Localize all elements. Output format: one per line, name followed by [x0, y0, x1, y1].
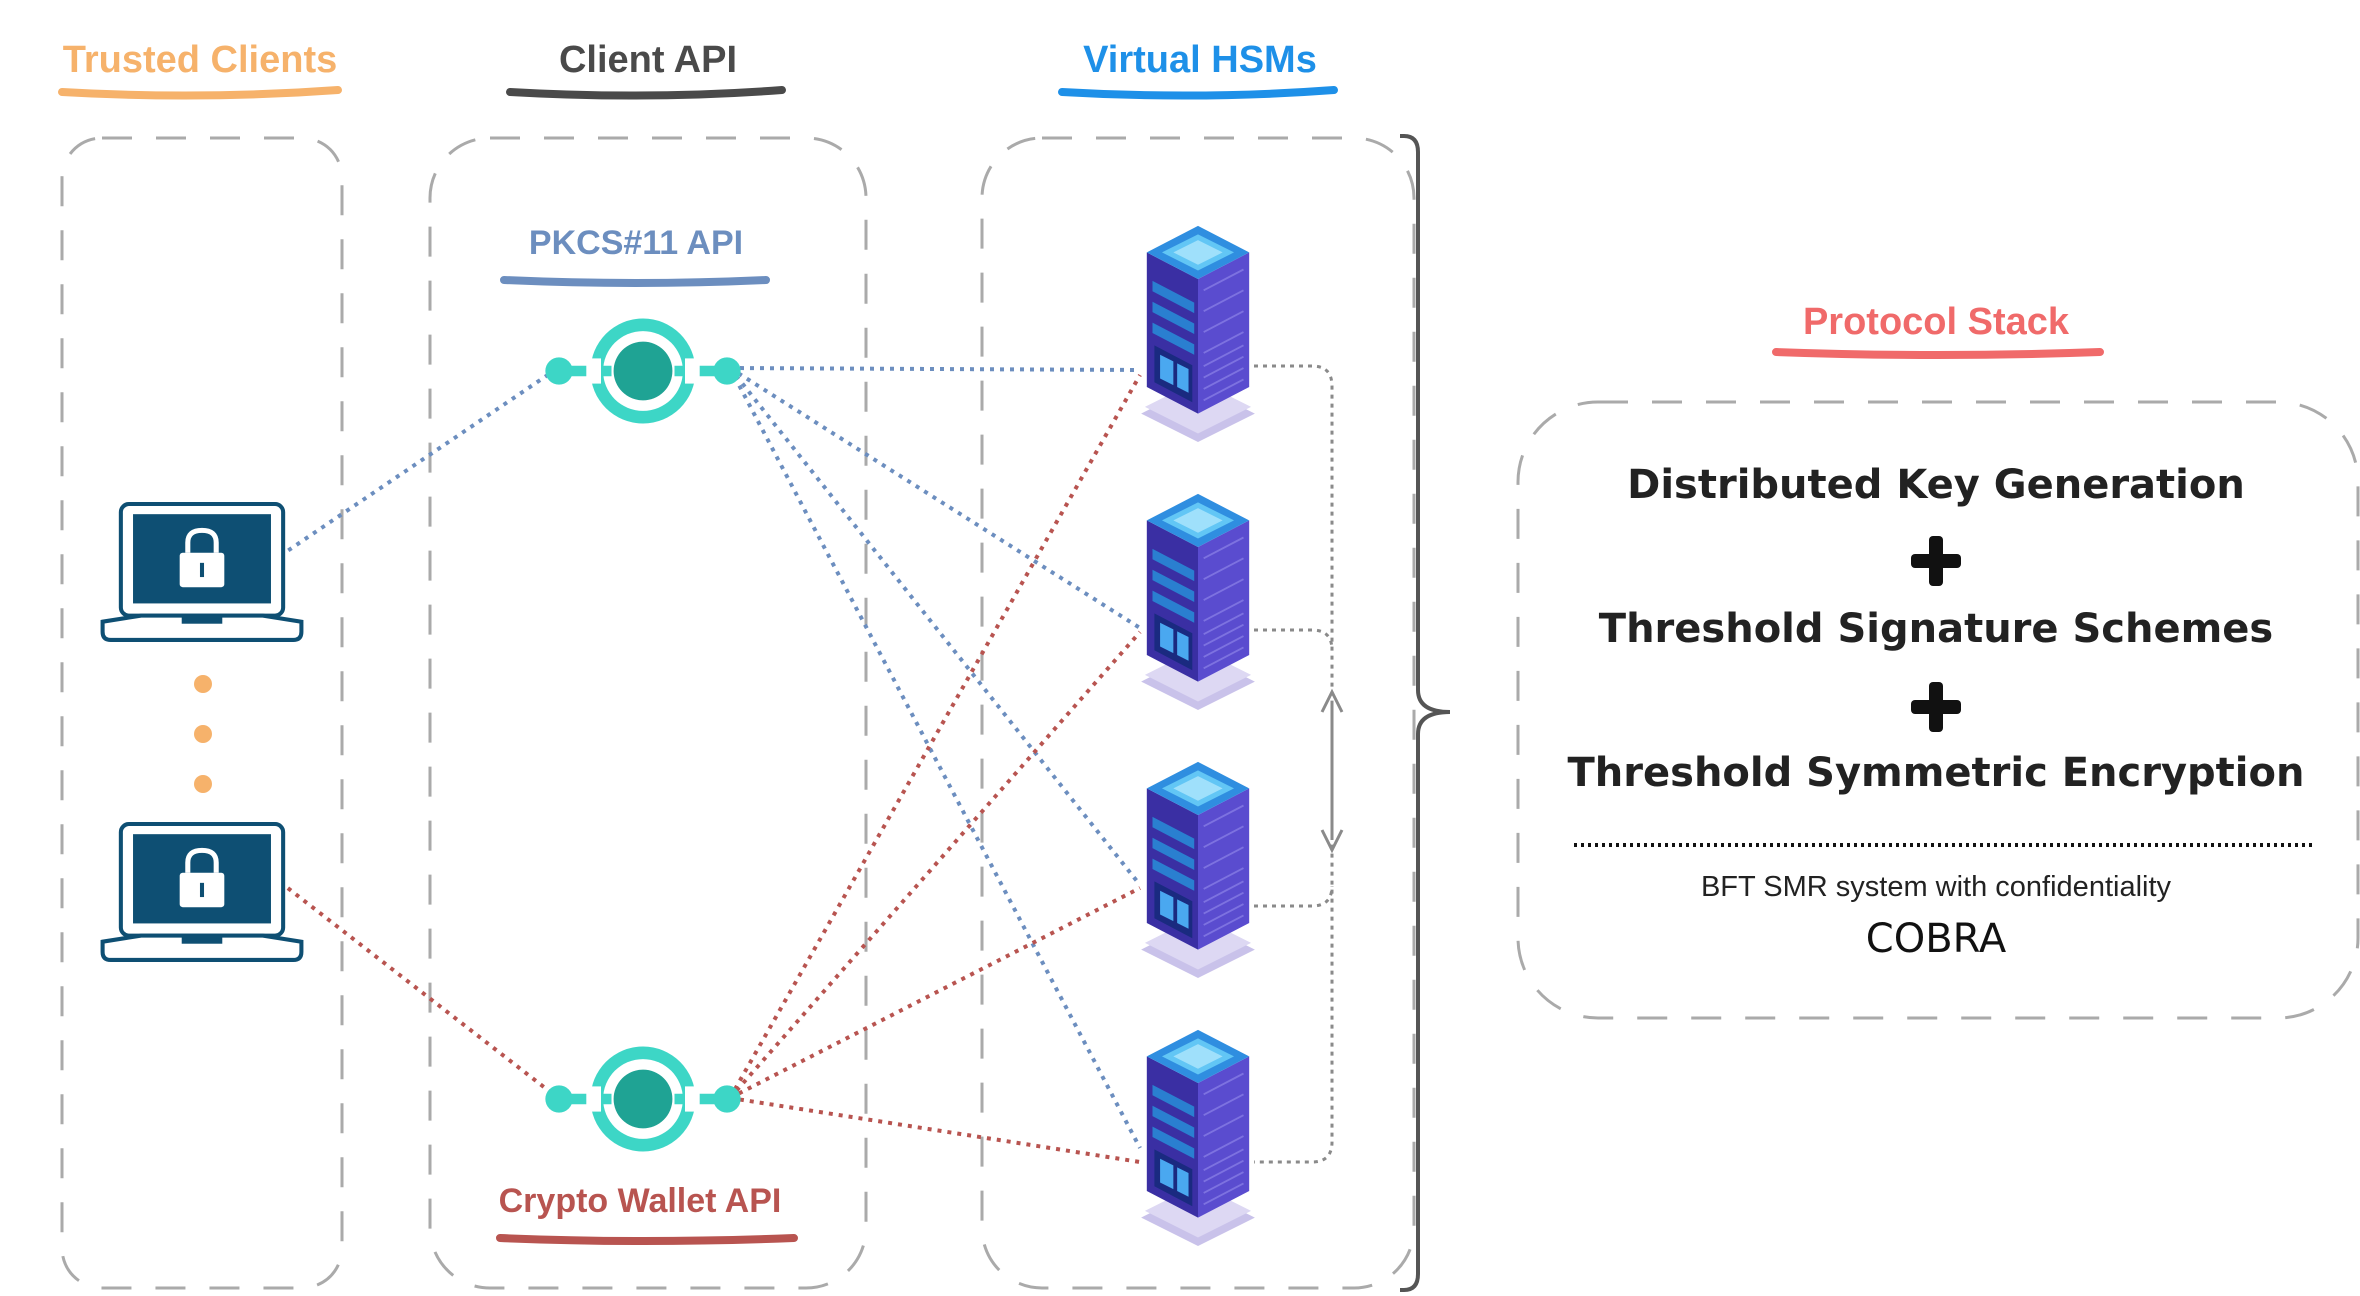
wallet-to-hsm3-line: [729, 886, 1141, 1100]
layer-tss-label: Threshold Signature Schemes: [1599, 606, 2273, 652]
pkcs11-to-hsm4-line: [728, 367, 1142, 1149]
client-laptop-1-icon: [103, 504, 302, 640]
pkcs11-to-hsm1-line: [729, 366, 1141, 372]
bft-smr-caption: BFT SMR system with confidentiality: [1701, 871, 2172, 903]
virtual-hsms-box: [980, 136, 1416, 1290]
wallet-to-hsm4-line: [729, 1096, 1141, 1164]
hsm-server-3-icon: [1140, 760, 1256, 978]
wallet-to-hsm1-line: [728, 374, 1142, 1099]
hsm-server-1-icon: [1140, 224, 1256, 442]
trusted-clients-title: Trusted Clients: [63, 39, 338, 81]
plus-icon-1: [1911, 536, 1961, 586]
wallet-to-hsm2-line: [728, 630, 1142, 1100]
protocol-stack-underline: [1772, 348, 2104, 359]
crypto-wallet-api-label: Crypto Wallet API: [499, 1182, 782, 1220]
hsm-server-2-icon: [1140, 492, 1256, 710]
client-api-underline: [506, 86, 786, 100]
crypto-wallet-api-node-icon: [545, 1046, 741, 1152]
trusted-clients-box: [60, 136, 344, 1290]
crypto-wallet-api-underline: [496, 1234, 798, 1245]
more-clients-ellipsis-icon: [194, 675, 212, 793]
pkcs11-api-underline: [500, 276, 770, 287]
layer-tse-label: Threshold Symmetric Encryption: [1568, 750, 2305, 796]
hsm-interconnect: [1254, 364, 1334, 1164]
client-api-title: Client API: [559, 39, 737, 81]
layer-dkg-label: Distributed Key Generation: [1627, 462, 2245, 508]
trusted-clients-underline: [58, 86, 342, 100]
pkcs11-to-hsm2-line: [728, 366, 1142, 630]
client1-to-pkcs11-line: [278, 366, 560, 558]
plus-icon-2: [1911, 682, 1961, 732]
client-api-box: [428, 136, 868, 1290]
client2-to-wallet-line: [278, 880, 560, 1100]
client-laptop-2-icon: [103, 824, 302, 960]
pkcs11-api-label: PKCS#11 API: [529, 224, 743, 262]
virtual-hsms-title: Virtual HSMs: [1083, 39, 1317, 81]
crypto-wallet-connections: [278, 374, 1142, 1164]
cobra-label: COBRA: [1866, 916, 2007, 962]
virtual-hsms-underline: [1058, 86, 1338, 100]
pkcs11-connections: [278, 366, 1142, 1149]
protocol-stack-title: Protocol Stack: [1803, 301, 2070, 343]
hsm-sync-arrow: [1320, 688, 1344, 854]
pkcs11-to-hsm3-line: [728, 366, 1142, 887]
hsm-server-4-icon: [1140, 1028, 1256, 1246]
hsm-group-brace: [1400, 134, 1451, 1292]
protocol-stack-box: [1516, 400, 2360, 1020]
pkcs11-api-node-icon: [545, 318, 741, 424]
